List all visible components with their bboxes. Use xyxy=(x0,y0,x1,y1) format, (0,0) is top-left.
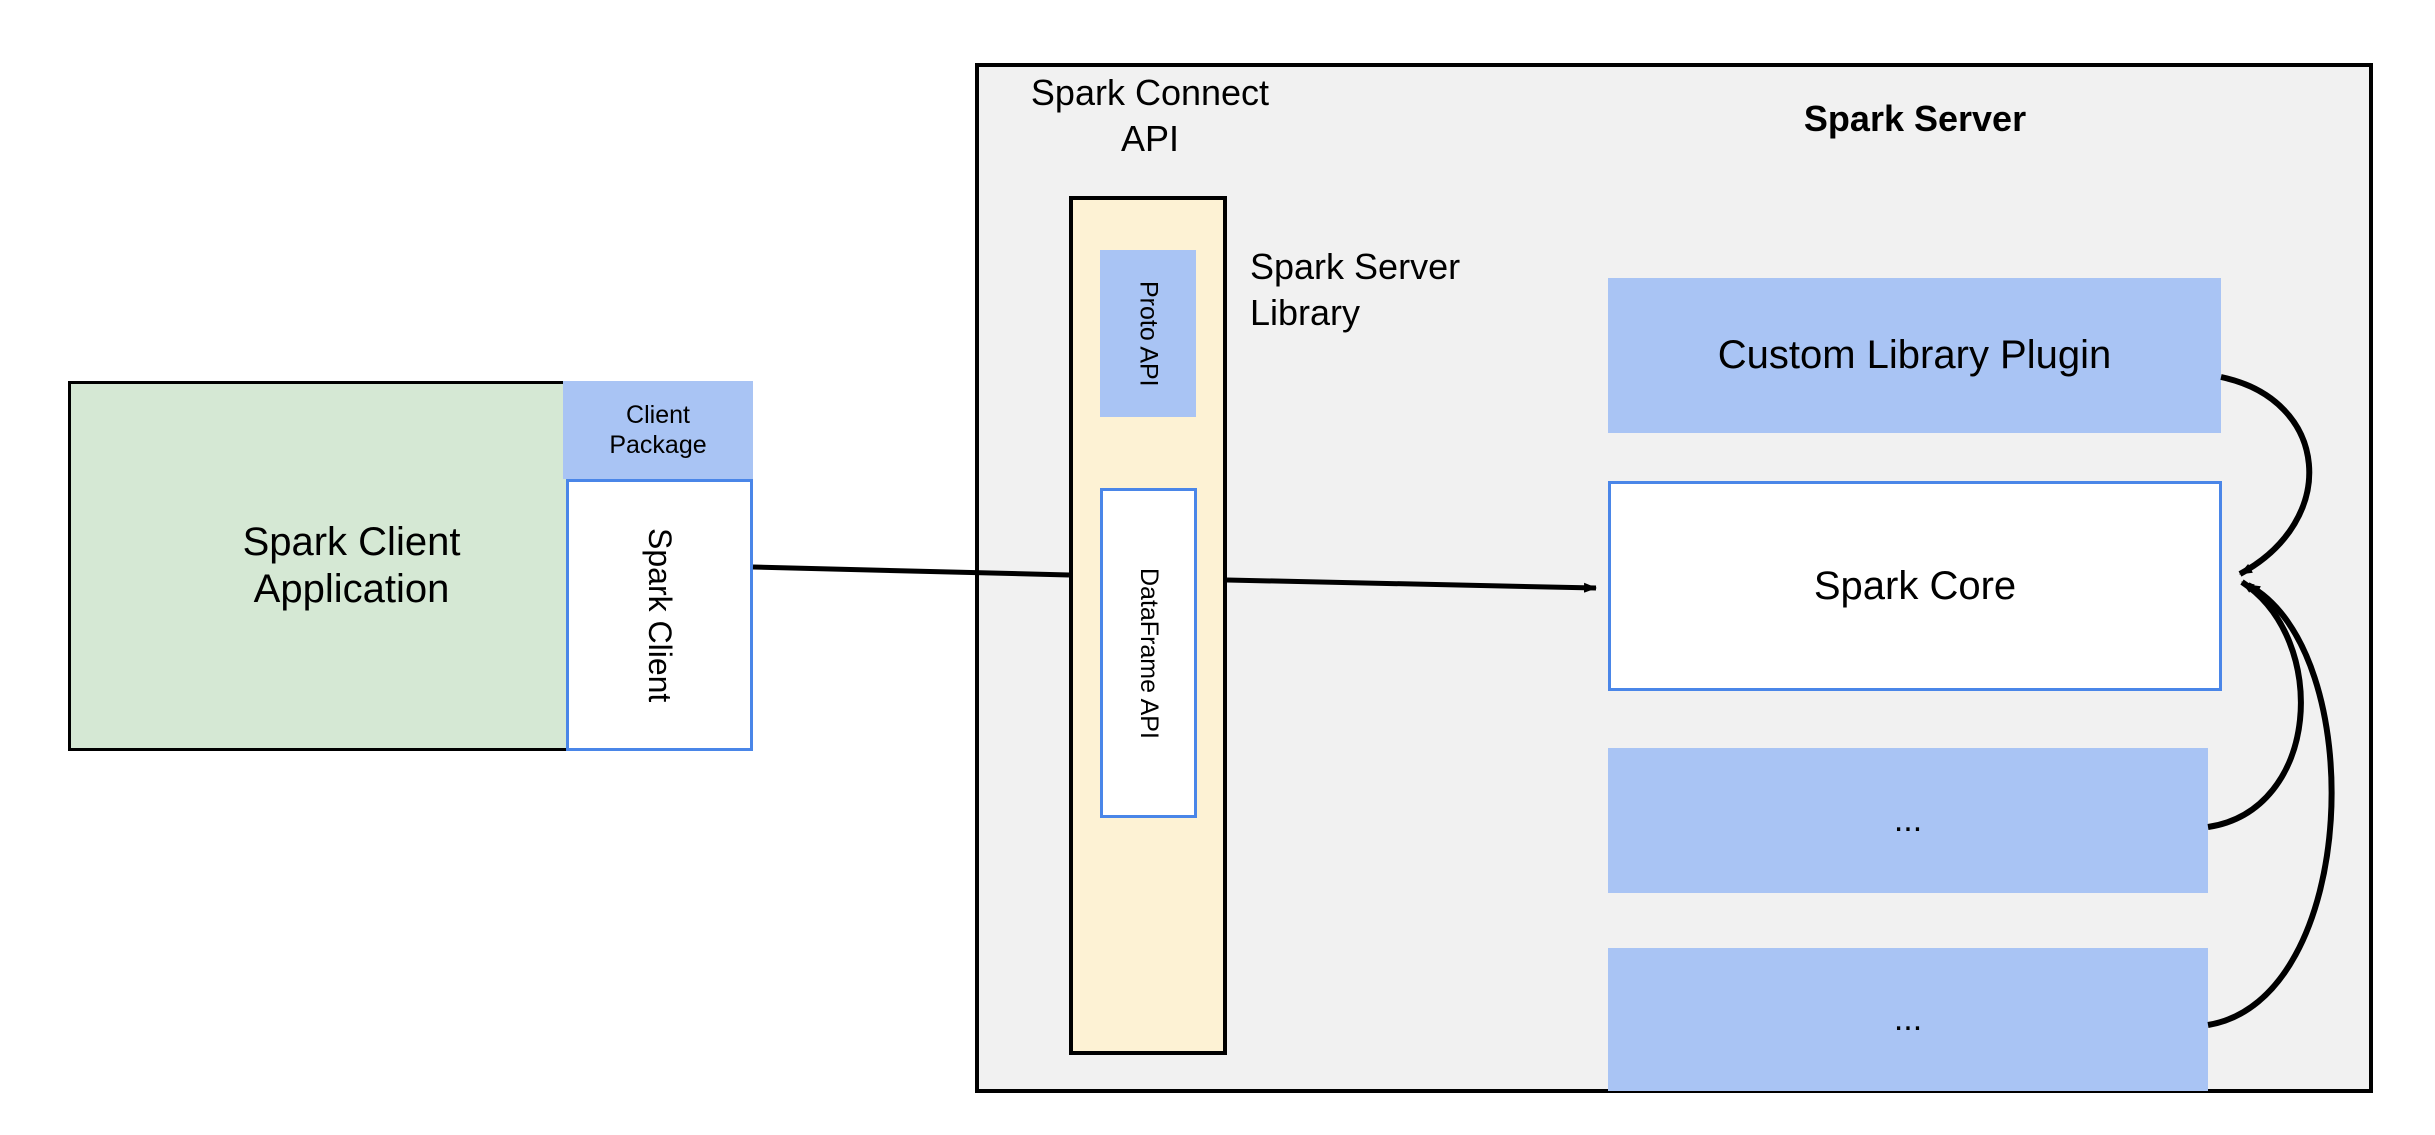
spark-connect-api-label-line1: Spark Connect xyxy=(1030,72,1270,113)
spark-connect-api-label-line2: API xyxy=(1120,118,1180,160)
custom-library-plugin-label: Custom Library Plugin xyxy=(1717,333,2112,377)
spark-server-library-label: Spark Server Library xyxy=(1250,244,1580,336)
spark-core-box[interactable]: Spark Core xyxy=(1608,481,2222,691)
spark-core-label: Spark Core xyxy=(1813,563,2017,608)
spark-client-label: Spark Client xyxy=(642,527,678,703)
client-package-label-line1: Client xyxy=(626,400,690,429)
dataframe-api-label: DataFrame API xyxy=(1135,567,1163,739)
spark-client-application-label-line1: Spark Client xyxy=(242,519,461,564)
server-component-ellipsis-1-label: ... xyxy=(1893,801,1923,839)
server-component-ellipsis-2-label: ... xyxy=(1893,1000,1923,1038)
spark-client-application-label-line2: Application xyxy=(253,567,450,611)
client-package-box[interactable]: Client Package xyxy=(563,381,753,479)
spark-client-box[interactable]: Spark Client xyxy=(566,479,753,751)
dataframe-api-box[interactable]: DataFrame API xyxy=(1100,488,1197,818)
server-component-ellipsis-2[interactable]: ... xyxy=(1608,948,2208,1091)
spark-client-application-box[interactable]: Spark Client Application xyxy=(68,381,635,751)
proto-api-label: Proto API xyxy=(1134,280,1163,387)
proto-api-box[interactable]: Proto API xyxy=(1100,250,1196,417)
server-component-ellipsis-1[interactable]: ... xyxy=(1608,748,2208,893)
spark-server-library-label-line1: Spark Server xyxy=(1250,246,1461,287)
client-package-label-line2: Package xyxy=(609,431,707,459)
spark-connect-api-label: Spark Connect API xyxy=(1005,70,1295,162)
custom-library-plugin-box[interactable]: Custom Library Plugin xyxy=(1608,278,2221,433)
spark-server-title: Spark Server xyxy=(1803,98,2027,139)
spark-server-library-label-line2: Library xyxy=(1250,292,1361,334)
